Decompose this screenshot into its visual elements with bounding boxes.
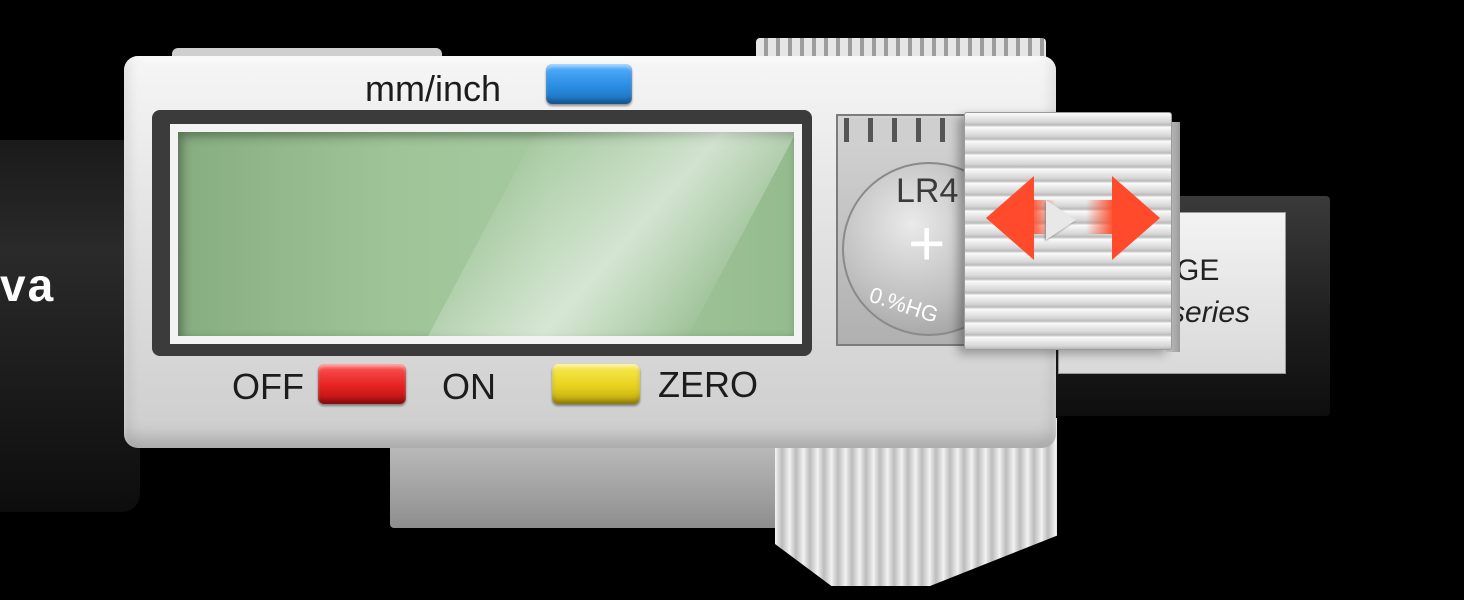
top-grip [756, 38, 1046, 60]
power-button[interactable] [318, 364, 406, 404]
label-text-line1: GE [1176, 254, 1220, 287]
battery-model-text: LR4 [896, 172, 959, 210]
right-arrow-icon [1112, 176, 1160, 260]
label-text-line2: series [1170, 296, 1251, 329]
caliper-handle [0, 140, 140, 512]
zero-label: ZERO [658, 364, 759, 405]
plus-icon: + [908, 207, 946, 279]
right-arrow-shaft [1086, 200, 1114, 234]
unit-toggle-button[interactable] [546, 64, 632, 104]
lower-block [390, 440, 830, 528]
lcd-display [178, 132, 794, 336]
handle-brand-text: va [0, 259, 56, 311]
left-arrow-icon [986, 176, 1034, 260]
battery-slots [844, 118, 984, 142]
zero-button[interactable] [552, 364, 640, 404]
off-label: OFF [232, 366, 304, 407]
on-label: ON [442, 366, 496, 407]
play-icon [1046, 200, 1076, 240]
unit-label: mm/inch [365, 68, 502, 109]
lcd-glare [414, 132, 794, 336]
